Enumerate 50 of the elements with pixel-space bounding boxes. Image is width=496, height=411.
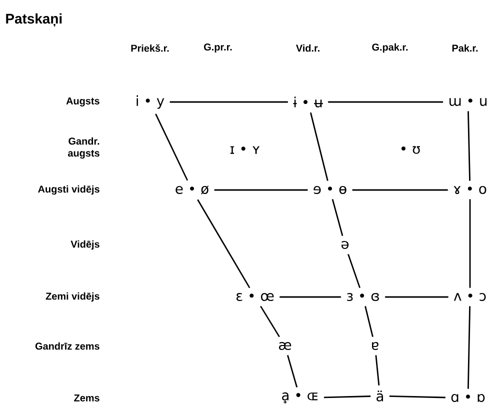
vowel-symbol: ɘ • ɵ: [314, 186, 346, 194]
chart-line: [348, 254, 360, 288]
vowel-symbol: ʌ • ɔ: [454, 293, 486, 302]
chart-line: [260, 306, 280, 338]
row-header: Gandrīz zems: [35, 342, 100, 350]
row-header: Zemi vidējs: [46, 292, 100, 302]
row-header: Augsti vidējs: [38, 185, 100, 195]
row-header: Vidējs: [70, 240, 100, 250]
chart-line: [389, 396, 446, 398]
chart-line: [170, 101, 288, 103]
chart-line: [364, 306, 374, 337]
chart-line: [468, 111, 470, 181]
vowel-symbol: ɪ • ʏ: [230, 146, 260, 154]
chart-line: [197, 199, 250, 288]
vowel-symbol: ə: [341, 241, 349, 250]
vowel-symbol: a̟ • ɶ: [282, 392, 318, 404]
vowel-symbol: ɯ • u: [450, 98, 486, 106]
chart-line: [286, 355, 298, 388]
chart-line: [352, 189, 448, 191]
chart-line: [214, 189, 308, 191]
title: Patskaņi: [6, 13, 62, 27]
vowel-symbol: ɤ • o: [454, 186, 486, 194]
vowel-symbol: ɜ • ɞ: [347, 293, 379, 302]
chart-line: [468, 306, 471, 389]
row-header: Zems: [74, 394, 100, 402]
row-header: Augsts: [66, 98, 100, 106]
vowel-symbol: • ʊ: [401, 146, 420, 154]
column-header: G.pak.r.: [372, 43, 408, 53]
chart-line: [155, 114, 188, 181]
vowel-symbol: ɐ: [372, 342, 378, 350]
chart-line: [332, 199, 344, 236]
vowel-symbol: e • ø: [176, 186, 209, 194]
vowel-symbol: ɨ • ʉ: [293, 96, 323, 108]
column-header: Priekš.r.: [131, 44, 169, 52]
chart-line: [375, 355, 380, 386]
chart-line: [324, 396, 371, 398]
column-header: G.pr.r.: [204, 44, 232, 53]
chart-line: [328, 101, 444, 103]
chart-line: [280, 296, 341, 298]
vowel-symbol: i • y: [136, 95, 164, 109]
column-header: Vid.r.: [296, 44, 320, 52]
vowel-symbol: æ: [279, 342, 292, 350]
vowel-symbol: ä: [376, 390, 384, 402]
column-header: Pak.r.: [452, 44, 478, 52]
chart-line: [469, 199, 471, 288]
vowel-symbol: ɑ • ɒ: [451, 394, 485, 402]
vowel-symbol: ɛ • œ: [236, 293, 274, 302]
chart-line: [310, 112, 328, 181]
chart-line: [385, 296, 448, 298]
row-header: Gandr. augsts: [68, 137, 100, 159]
